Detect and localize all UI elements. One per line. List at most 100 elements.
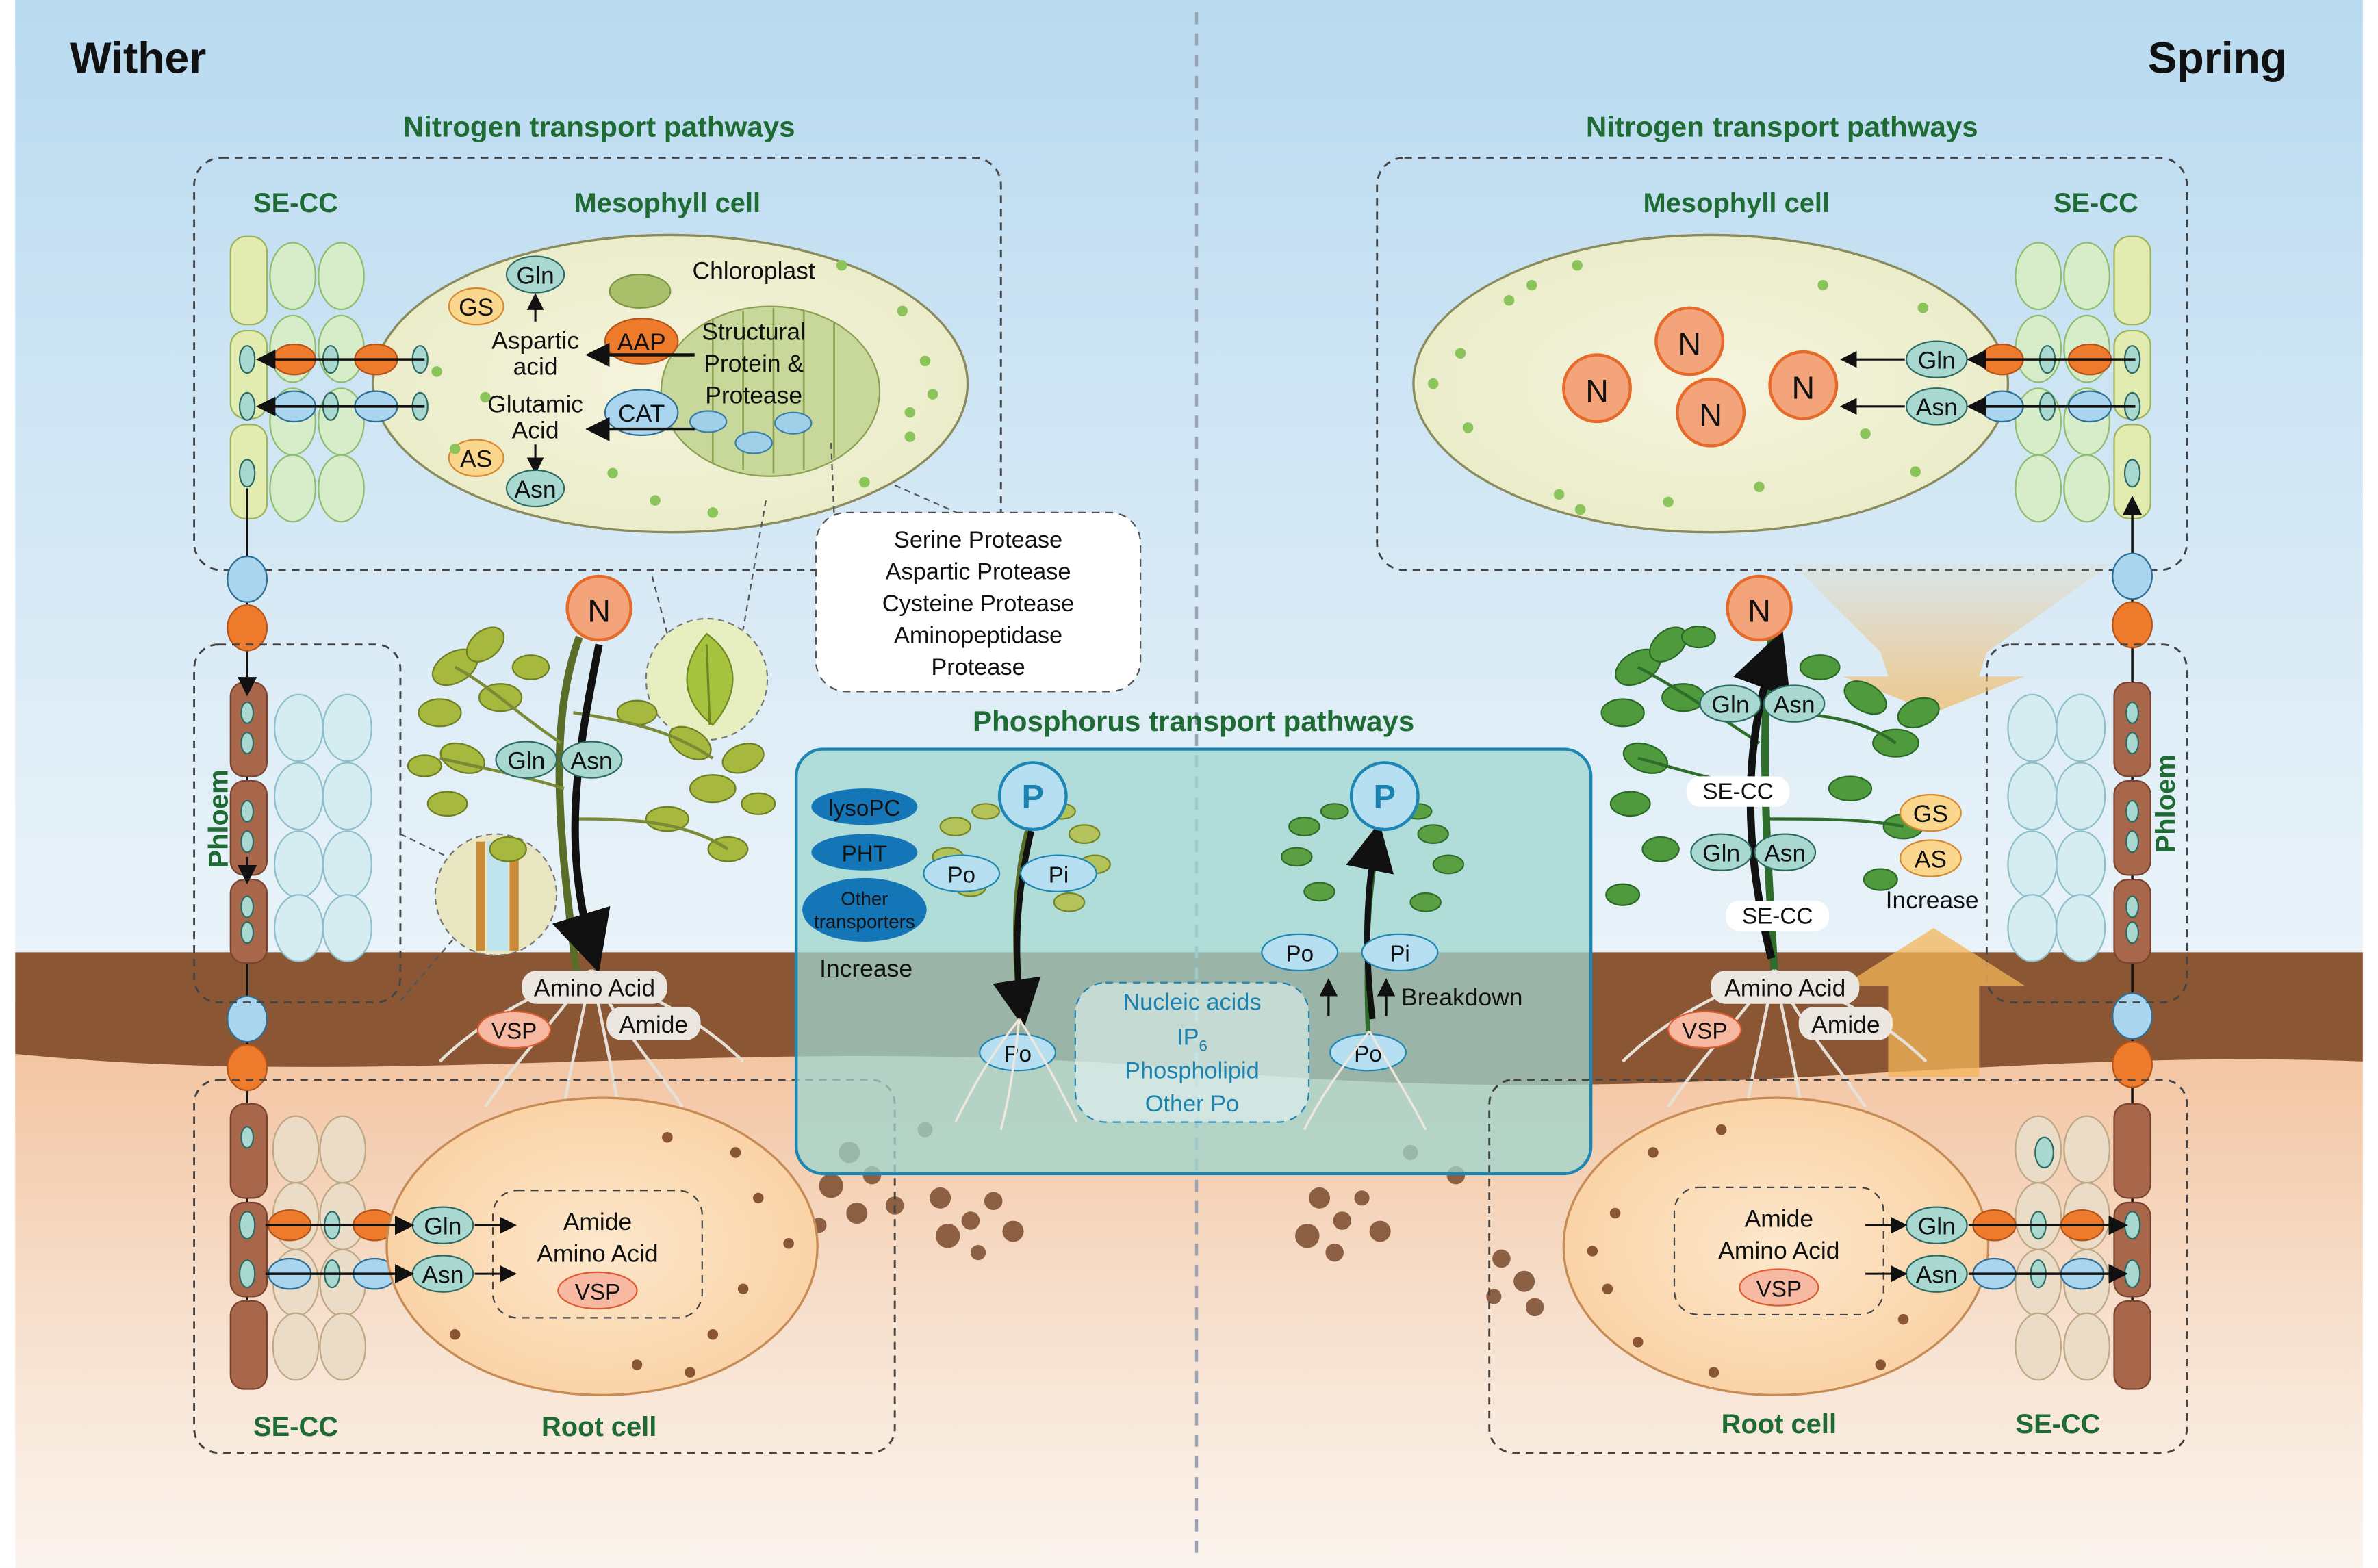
svg-text:Asn: Asn bbox=[1916, 1261, 1958, 1288]
svg-text:AS: AS bbox=[460, 445, 492, 472]
svg-text:Po: Po bbox=[1003, 1042, 1032, 1067]
svg-text:Asn: Asn bbox=[571, 747, 613, 774]
svg-text:N: N bbox=[587, 593, 611, 628]
svg-text:AS: AS bbox=[1915, 845, 1947, 873]
aap-transporter: AAP bbox=[604, 318, 679, 365]
soil-particle-icon bbox=[811, 1122, 1544, 1317]
as-badge: AS bbox=[448, 439, 504, 477]
structural-protein-label-3: Protease bbox=[705, 381, 802, 409]
gln-badge-root-left: Gln bbox=[411, 1206, 474, 1244]
gln-asn-root-right: Gln Asn bbox=[1905, 1206, 1968, 1293]
structural-protein-label-2: Protein & bbox=[704, 350, 804, 377]
vsp-badge-right: VSP bbox=[1667, 1010, 1742, 1049]
svg-text:VSP: VSP bbox=[1756, 1276, 1802, 1302]
increase-label-right: Increase bbox=[1886, 886, 1979, 914]
svg-text:N: N bbox=[1585, 373, 1609, 409]
aspartic-label-1: Aspartic bbox=[491, 327, 579, 355]
n-node-right: N bbox=[1726, 574, 1793, 642]
svg-text:N: N bbox=[1792, 370, 1815, 406]
glutamic-label-2: Acid bbox=[512, 416, 559, 444]
protease-item-4: Aminopeptidase bbox=[894, 622, 1062, 648]
nitrogen-title-right: Nitrogen transport pathways bbox=[1586, 110, 1978, 142]
thylakoid-icon bbox=[609, 273, 672, 309]
gln-asn-right-top: Gln Asn bbox=[1905, 340, 1968, 426]
as-badge-right: AS bbox=[1899, 839, 1962, 877]
left-root-cell bbox=[385, 1096, 819, 1397]
svg-text:Asn: Asn bbox=[1764, 839, 1806, 866]
protease-item-1: Serine Protease bbox=[894, 527, 1062, 553]
amino-acid-label-left: Amino Acid bbox=[534, 975, 655, 1002]
gln-badge: Gln bbox=[505, 255, 565, 294]
vsp-badge-root-right: VSP bbox=[1739, 1268, 1819, 1307]
svg-text:GS: GS bbox=[1913, 800, 1948, 827]
gs-badge-right: GS bbox=[1899, 793, 1962, 832]
ip6-main: IP bbox=[1177, 1025, 1199, 1051]
svg-text:Asn: Asn bbox=[515, 476, 557, 503]
se-cc-label-bottom-left: SE-CC bbox=[253, 1412, 338, 1442]
n-nodes-mesophyll: N N N N bbox=[1562, 306, 1839, 448]
phospholipid-label: Phospholipid bbox=[1125, 1057, 1260, 1083]
left-root-box bbox=[193, 1079, 896, 1454]
n-node: N bbox=[565, 574, 632, 642]
nitrogen-title-left: Nitrogen transport pathways bbox=[403, 110, 795, 142]
left-mesophyll-box bbox=[193, 157, 1002, 571]
p-node-right: P bbox=[1349, 761, 1420, 832]
se-cc-label-bottom-right: SE-CC bbox=[2015, 1409, 2100, 1439]
vsp-badge-root-left: VSP bbox=[557, 1271, 638, 1310]
se-cc-tag-upper: SE-CC bbox=[1702, 780, 1773, 805]
structural-protein-label-1: Structural bbox=[702, 318, 806, 345]
svg-text:Asn: Asn bbox=[422, 1261, 463, 1288]
amide-label-right: Amide bbox=[1811, 1011, 1880, 1038]
wither-heading: Wither bbox=[70, 33, 206, 82]
left-phloem-label: Phloem bbox=[203, 769, 233, 868]
breakdown-label: Breakdown bbox=[1401, 984, 1522, 1011]
amide-label-root-right: Amide bbox=[1745, 1205, 1813, 1232]
svg-text:Asn: Asn bbox=[1773, 691, 1815, 718]
right-mesophyll-box bbox=[1376, 157, 2188, 571]
svg-text:VSP: VSP bbox=[491, 1019, 537, 1044]
gs-badge: GS bbox=[448, 287, 504, 326]
svg-text:N: N bbox=[1699, 398, 1722, 433]
p-node-left: P bbox=[997, 761, 1068, 832]
svg-text:P: P bbox=[1374, 779, 1396, 816]
se-cc-label: SE-CC bbox=[253, 188, 338, 218]
svg-text:CAT: CAT bbox=[618, 400, 665, 427]
po-pi-left: Po Pi Po bbox=[923, 854, 1097, 1072]
svg-text:Gln: Gln bbox=[1702, 839, 1740, 866]
left-phloem-cells bbox=[229, 681, 372, 964]
right-root-cell bbox=[1562, 1096, 1990, 1397]
svg-text:Gln: Gln bbox=[507, 747, 545, 774]
svg-text:Pi: Pi bbox=[1390, 942, 1410, 967]
protease-box bbox=[815, 511, 1142, 693]
transporters-list: lysoPC PHT Other transporters bbox=[802, 788, 927, 942]
root-cell-label-left: Root cell bbox=[541, 1412, 656, 1442]
svg-text:P: P bbox=[1022, 779, 1045, 816]
phloem-magnifier bbox=[400, 833, 558, 1002]
svg-text:Po: Po bbox=[1286, 942, 1314, 967]
chloroplast-label: Chloroplast bbox=[693, 257, 815, 285]
ip6-subscript: 6 bbox=[1199, 1037, 1207, 1054]
phosphorus-title: Phosphorus transport pathways bbox=[973, 705, 1414, 737]
aspartic-label-2: acid bbox=[513, 352, 558, 380]
gln-asn-right-upper: Gln Asn bbox=[1699, 684, 1826, 723]
svg-text:N: N bbox=[1678, 326, 1701, 361]
mesophyll-label-right: Mesophyll cell bbox=[1644, 188, 1830, 218]
right-phloem-cells bbox=[2007, 681, 2151, 964]
svg-text:Pi: Pi bbox=[1049, 863, 1069, 888]
ip6-label: IP6 bbox=[1177, 1025, 1207, 1055]
glutamic-label-1: Glutamic bbox=[487, 391, 583, 418]
left-n-downward-arrow bbox=[552, 643, 611, 973]
vsp-badge-left: VSP bbox=[476, 1010, 552, 1049]
p-upward-arrow bbox=[1346, 822, 1394, 1020]
svg-text:PHT: PHT bbox=[842, 841, 887, 866]
amide-label-left: Amide bbox=[619, 1011, 688, 1038]
right-root-box bbox=[1488, 1079, 2188, 1454]
svg-text:Gln: Gln bbox=[1918, 1213, 1956, 1240]
protease-item-3: Cysteine Protease bbox=[882, 591, 1075, 617]
spring-heading: Spring bbox=[2148, 33, 2287, 82]
svg-text:Other: Other bbox=[841, 888, 888, 910]
se-cc-tag-lower: SE-CC bbox=[1742, 903, 1813, 929]
protease-item-2: Aspartic Protease bbox=[886, 558, 1071, 584]
phosphorus-increase-label: Increase bbox=[819, 955, 912, 982]
amino-acid-label-right: Amino Acid bbox=[1724, 975, 1845, 1002]
